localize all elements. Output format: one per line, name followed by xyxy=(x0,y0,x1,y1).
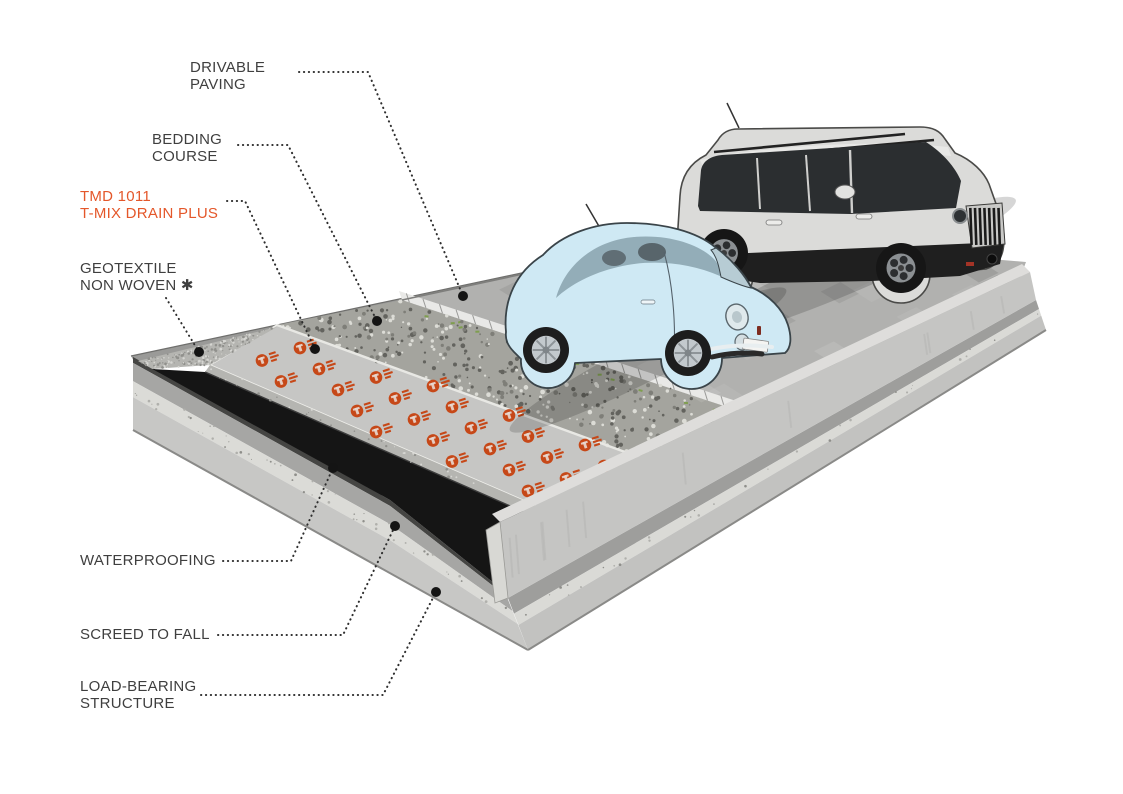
leader-dot-bedding-course xyxy=(372,316,382,326)
leader-dot-geotextile-non-woven xyxy=(194,347,204,357)
leader-lines xyxy=(165,71,468,696)
leader-dot-load-bearing-structure xyxy=(431,587,441,597)
leader-dot-tmd-1011-t-mix-drain-plus xyxy=(310,344,320,354)
leader-line-bedding-course xyxy=(237,144,378,322)
leader-line-waterproofing xyxy=(222,467,334,562)
vehicles xyxy=(504,102,1016,433)
leader-line-load-bearing-structure xyxy=(200,591,437,696)
leader-line-geotextile-non-woven xyxy=(165,297,200,353)
leader-line-drivable-paving xyxy=(298,71,464,297)
leader-line-tmd-1011-t-mix-drain-plus xyxy=(226,200,316,350)
suv-car xyxy=(675,102,1006,305)
roof-build-up-structure xyxy=(130,233,1047,651)
leader-line-screed-to-fall xyxy=(217,525,396,636)
leader-dot-screed-to-fall xyxy=(390,521,400,531)
leader-dot-drivable-paving xyxy=(458,291,468,301)
compact-city-car xyxy=(504,203,792,390)
leader-dot-waterproofing xyxy=(328,463,338,473)
